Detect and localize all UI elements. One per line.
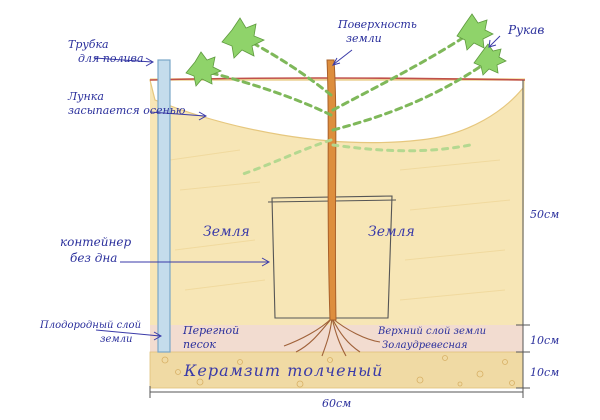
label-tube-line1: Трубка <box>68 38 109 51</box>
arrow-icon <box>145 57 155 67</box>
label-topsoil-line1: Верхний слой земли <box>377 326 486 337</box>
label-fertile-line1: Плодородный слой <box>39 320 141 331</box>
leaf-icon <box>221 17 265 59</box>
soil-body <box>150 78 525 325</box>
leaf-icon <box>473 43 507 76</box>
label-hole-line2: засыпается осенью <box>68 104 186 117</box>
roots <box>283 317 381 357</box>
soil-hatching <box>169 149 511 301</box>
vine-trunk <box>326 59 337 321</box>
arrow-icon <box>261 257 271 267</box>
label-dim-10-upper: 10см <box>530 334 559 347</box>
ground-surface-line <box>149 77 526 81</box>
arrow-icon <box>331 57 341 66</box>
arrow-icon <box>488 39 497 48</box>
clay-pebbles <box>161 355 515 388</box>
leaf-icon <box>456 13 494 51</box>
label-dim-50: 50см <box>530 208 559 221</box>
vine-leaves <box>185 13 507 87</box>
label-soil-left: Земля <box>203 224 250 240</box>
label-hole-line1: Лунка <box>67 90 104 103</box>
arrow-icon <box>198 111 208 121</box>
label-dim-10-lower: 10см <box>530 366 559 379</box>
label-humus-line2: песок <box>183 338 216 351</box>
label-tube-line2: для полива <box>78 52 144 65</box>
label-expanded-clay: Керамзит толченый <box>183 361 383 380</box>
container-outline <box>271 195 393 319</box>
dimension-lines <box>149 80 530 398</box>
label-dim-60: 60см <box>322 397 351 410</box>
label-surface-line1: Поверхность <box>337 18 417 31</box>
humus-layer <box>150 325 523 352</box>
label-surface-line2: земли <box>346 32 382 45</box>
leaf-icon <box>185 51 222 87</box>
label-humus-line1: Перегной <box>182 324 239 337</box>
label-topsoil-line2: Золаудревесная <box>382 340 468 351</box>
label-fertile-line2: земли <box>100 334 132 345</box>
label-sleeve: Рукав <box>507 23 544 37</box>
label-container-line1: контейнер <box>60 235 132 249</box>
pointer-arrows <box>94 35 501 341</box>
label-container-line2: без дна <box>70 251 117 265</box>
label-soil-right: Земля <box>368 224 415 240</box>
watering-tube <box>157 59 171 353</box>
arrow-icon <box>153 331 163 341</box>
